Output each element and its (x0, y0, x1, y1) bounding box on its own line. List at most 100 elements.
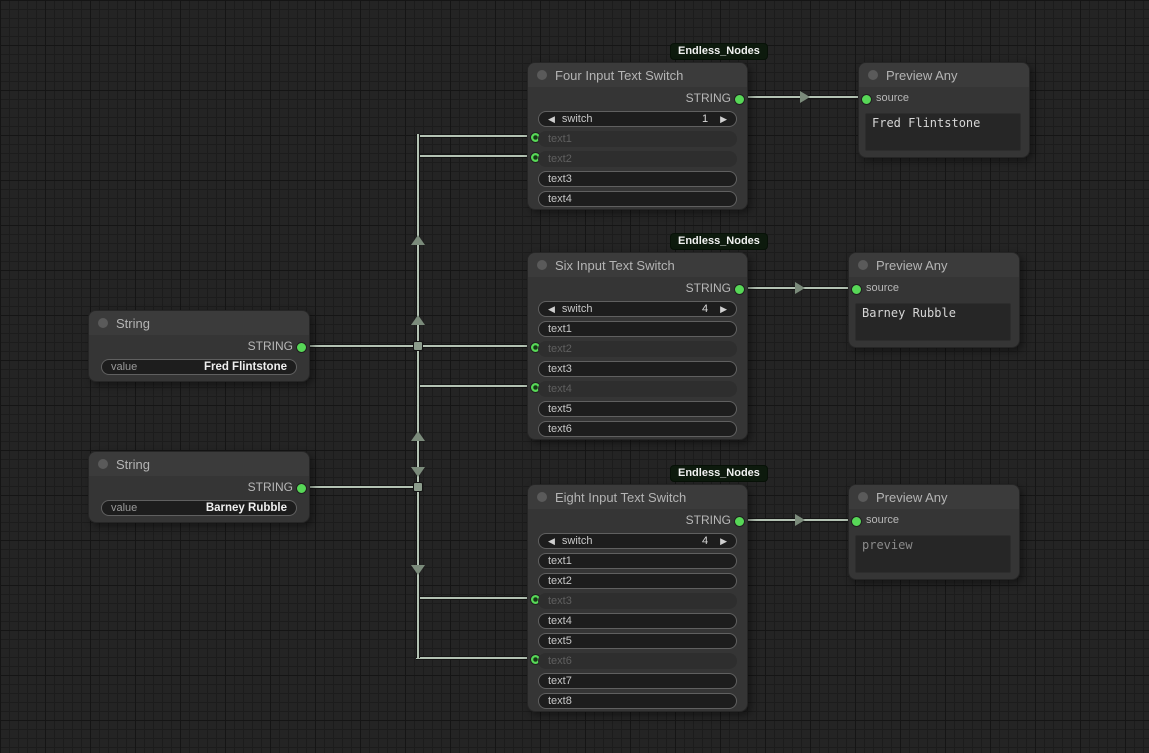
node-title: Preview Any (876, 489, 948, 505)
widget-text5[interactable]: text5 (538, 401, 737, 417)
node-badge: Endless_Nodes (670, 465, 768, 482)
collapse-dot-icon[interactable] (98, 318, 108, 328)
widget-switch[interactable]: ◀ switch 4 ▶ (538, 301, 737, 317)
widget-value-text: Fred Flintstone (203, 361, 287, 373)
widget-switch[interactable]: ◀ switch 1 ▶ (538, 111, 737, 127)
widget-label: switch (561, 113, 593, 125)
widget-text4[interactable]: text4 (538, 381, 737, 397)
widget-label: switch (561, 535, 593, 547)
output-label: STRING (247, 339, 293, 353)
widget-text1[interactable]: text1 (538, 321, 737, 337)
widget-value-text: 4 (701, 535, 709, 547)
widget-text1[interactable]: text1 (538, 553, 737, 569)
output-slot-string[interactable] (734, 284, 745, 295)
stepper-right-icon[interactable]: ▶ (720, 113, 727, 124)
widget-text2[interactable]: text2 (538, 341, 737, 357)
collapse-dot-icon[interactable] (858, 492, 868, 502)
collapse-dot-icon[interactable] (537, 70, 547, 80)
widget-text6[interactable]: text6 (538, 653, 737, 669)
stepper-left-icon[interactable]: ◀ (548, 535, 555, 546)
widget-text8[interactable]: text8 (538, 693, 737, 709)
stepper-left-icon[interactable]: ◀ (548, 303, 555, 314)
input-slot-source[interactable] (861, 94, 872, 105)
node-title: Four Input Text Switch (555, 67, 684, 83)
output-label: STRING (247, 480, 293, 494)
node-title-bar[interactable]: Six Input Text Switch (528, 253, 747, 277)
link-wire-four-text1 (416, 134, 536, 138)
node-badge: Endless_Nodes (670, 233, 768, 250)
wire-junction (413, 341, 423, 351)
link-arrow-up-icon (411, 431, 425, 441)
link-wire-eight-text3 (416, 596, 536, 600)
node-title-bar[interactable]: Preview Any (849, 253, 1019, 277)
wire-junction (413, 482, 423, 492)
preview-text-area[interactable]: preview (855, 535, 1011, 573)
link-arrow-down-icon (411, 565, 425, 575)
widget-text4[interactable]: text4 (538, 191, 737, 207)
widget-text2[interactable]: text2 (538, 573, 737, 589)
widget-text5[interactable]: text5 (538, 633, 737, 649)
collapse-dot-icon[interactable] (537, 492, 547, 502)
input-slot-source[interactable] (851, 516, 862, 527)
widget-text2[interactable]: text2 (538, 151, 737, 167)
widget-text3[interactable]: text3 (538, 361, 737, 377)
widget-text3[interactable]: text3 (538, 171, 737, 187)
input-label: source (876, 92, 910, 104)
collapse-dot-icon[interactable] (868, 70, 878, 80)
node-string-1[interactable]: String STRING value Fred Flintstone (88, 310, 310, 382)
input-slot-source[interactable] (851, 284, 862, 295)
preview-text-area[interactable]: Barney Rubble (855, 303, 1011, 341)
link-arrow-right-icon (800, 91, 810, 103)
node-title: Eight Input Text Switch (555, 489, 687, 505)
input-label: source (866, 282, 900, 294)
node-title: Preview Any (876, 257, 948, 273)
node-four-input-text-switch[interactable]: Four Input Text Switch STRING ◀ switch 1… (527, 62, 748, 210)
node-title-bar[interactable]: Four Input Text Switch (528, 63, 747, 87)
node-title: Six Input Text Switch (555, 257, 675, 273)
widget-value-text: 4 (701, 303, 709, 315)
collapse-dot-icon[interactable] (858, 260, 868, 270)
node-title-bar[interactable]: Preview Any (859, 63, 1029, 87)
widget-text3[interactable]: text3 (538, 593, 737, 609)
node-title-bar[interactable]: Eight Input Text Switch (528, 485, 747, 509)
output-slot-string[interactable] (296, 483, 307, 494)
preview-text-area[interactable]: Fred Flintstone (865, 113, 1021, 151)
output-label: STRING (685, 513, 731, 527)
node-title-bar[interactable]: Preview Any (849, 485, 1019, 509)
node-eight-input-text-switch[interactable]: Eight Input Text Switch STRING ◀ switch … (527, 484, 748, 712)
link-arrow-down-icon (411, 467, 425, 477)
node-title-bar[interactable]: String (89, 311, 309, 335)
stepper-left-icon[interactable]: ◀ (548, 113, 555, 124)
node-title-bar[interactable]: String (89, 452, 309, 476)
link-wire-six-text4 (416, 384, 536, 388)
stepper-right-icon[interactable]: ▶ (720, 303, 727, 314)
node-preview-any-3[interactable]: Preview Any source preview (848, 484, 1020, 580)
collapse-dot-icon[interactable] (537, 260, 547, 270)
widget-text6[interactable]: text6 (538, 421, 737, 437)
output-slot-string[interactable] (734, 516, 745, 527)
link-arrow-right-icon (795, 282, 805, 294)
node-six-input-text-switch[interactable]: Six Input Text Switch STRING ◀ switch 4 … (527, 252, 748, 440)
stepper-right-icon[interactable]: ▶ (720, 535, 727, 546)
link-wire-trunk (416, 134, 420, 658)
widget-text4[interactable]: text4 (538, 613, 737, 629)
widget-text7[interactable]: text7 (538, 673, 737, 689)
node-string-2[interactable]: String STRING value Barney Rubble (88, 451, 310, 523)
node-preview-any-2[interactable]: Preview Any source Barney Rubble (848, 252, 1020, 348)
widget-value[interactable]: value Fred Flintstone (101, 359, 297, 375)
node-title: String (116, 315, 150, 331)
widget-label: switch (561, 303, 593, 315)
node-preview-any-1[interactable]: Preview Any source Fred Flintstone (858, 62, 1030, 158)
widget-value[interactable]: value Barney Rubble (101, 500, 297, 516)
output-slot-string[interactable] (296, 342, 307, 353)
output-label: STRING (685, 91, 731, 105)
output-label: STRING (685, 281, 731, 295)
collapse-dot-icon[interactable] (98, 459, 108, 469)
widget-value-text: Barney Rubble (205, 502, 287, 514)
node-title: String (116, 456, 150, 472)
widget-text1[interactable]: text1 (538, 131, 737, 147)
node-badge: Endless_Nodes (670, 43, 768, 60)
widget-switch[interactable]: ◀ switch 4 ▶ (538, 533, 737, 549)
output-slot-string[interactable] (734, 94, 745, 105)
